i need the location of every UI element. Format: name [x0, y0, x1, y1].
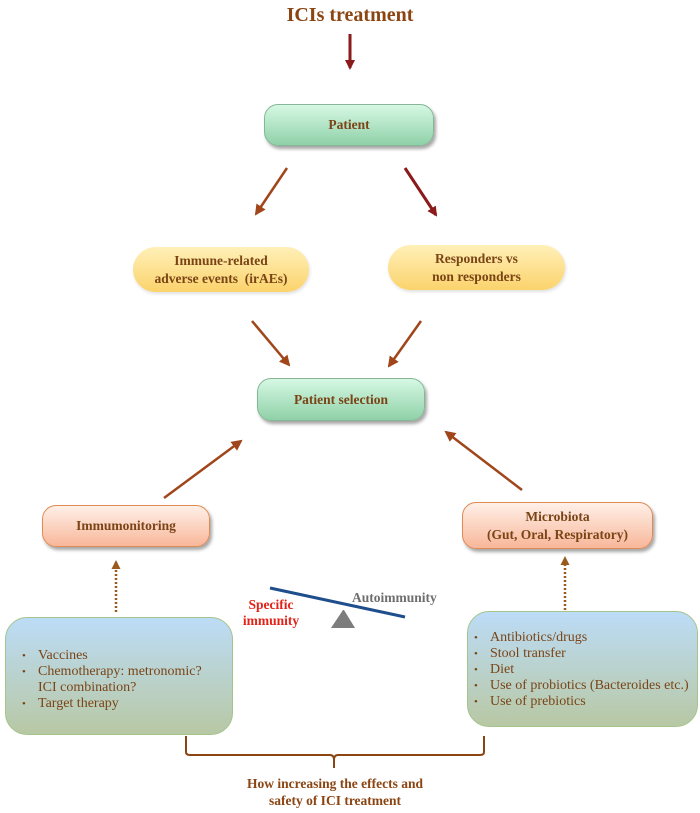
patient-label: Patient	[328, 117, 370, 132]
footer-line1: How increasing the effects and	[247, 776, 423, 791]
microbiota-node: Microbiota (Gut, Oral, Respiratory)	[462, 502, 653, 549]
patient-node: Patient	[264, 104, 434, 146]
arrow-microbiota-to-selection	[444, 430, 523, 491]
right-interventions-box: Antibiotics/drugs Stool transfer Diet Us…	[467, 611, 698, 727]
right-list-item: Use of probiotics (Bacteroides etc.)	[472, 678, 691, 694]
specific-immunity-line2: immunity	[242, 613, 300, 628]
autoimmunity-label: Autoimmunity	[352, 590, 437, 605]
responders-label-line1: Responders vs	[435, 250, 518, 266]
arrow-patient-to-responders	[403, 167, 438, 217]
irae-label-line2: adverse events (irAEs)	[154, 270, 288, 286]
right-list-item: Antibiotics/drugs	[472, 630, 691, 646]
diagram-title: ICIs treatment	[286, 4, 414, 26]
microbiota-label-line1: Microbiota	[525, 508, 590, 524]
left-list-item: Target therapy	[20, 696, 222, 712]
specific-immunity-label: Specific immunity	[240, 597, 302, 629]
patient-selection-label: Patient selection	[293, 391, 389, 407]
microbiota-label-line2: (Gut, Oral, Respiratory)	[487, 526, 628, 542]
footer-caption: How increasing the effects and safety of…	[200, 775, 470, 809]
specific-immunity-line1: Specific	[248, 597, 294, 612]
right-list-item: Use of prebiotics	[472, 694, 691, 710]
irae-label-line1: Immune-related	[174, 252, 268, 268]
irae-node: Immune-related adverse events (irAEs)	[133, 247, 309, 292]
right-list-item: Stool transfer	[472, 646, 691, 662]
arrow-patient-to-irae	[254, 167, 289, 216]
arrow-immunomonitoring-to-selection	[163, 439, 243, 500]
right-list-item: Diet	[472, 662, 691, 678]
immunomonitoring-label: Immumonitoring	[76, 518, 176, 533]
left-list-item: Chemotherapy: metronomic?ICI combination…	[20, 664, 222, 696]
arrow-irae-to-selection	[251, 320, 291, 367]
responders-label-line2: non responders	[432, 268, 521, 284]
footer-line2: safety of ICI treatment	[268, 793, 402, 808]
left-list-item: Vaccines	[20, 648, 222, 664]
left-interventions-box: Vaccines Chemotherapy: metronomic?ICI co…	[5, 617, 233, 735]
immunomonitoring-node: Immumonitoring	[42, 505, 210, 547]
arrow-responders-to-selection	[387, 320, 423, 368]
balance-beam	[269, 586, 406, 619]
bracket	[185, 736, 485, 768]
responders-node: Responders vs non responders	[388, 245, 565, 290]
balance-fulcrum-icon	[331, 610, 355, 628]
patient-selection-node: Patient selection	[257, 378, 425, 421]
